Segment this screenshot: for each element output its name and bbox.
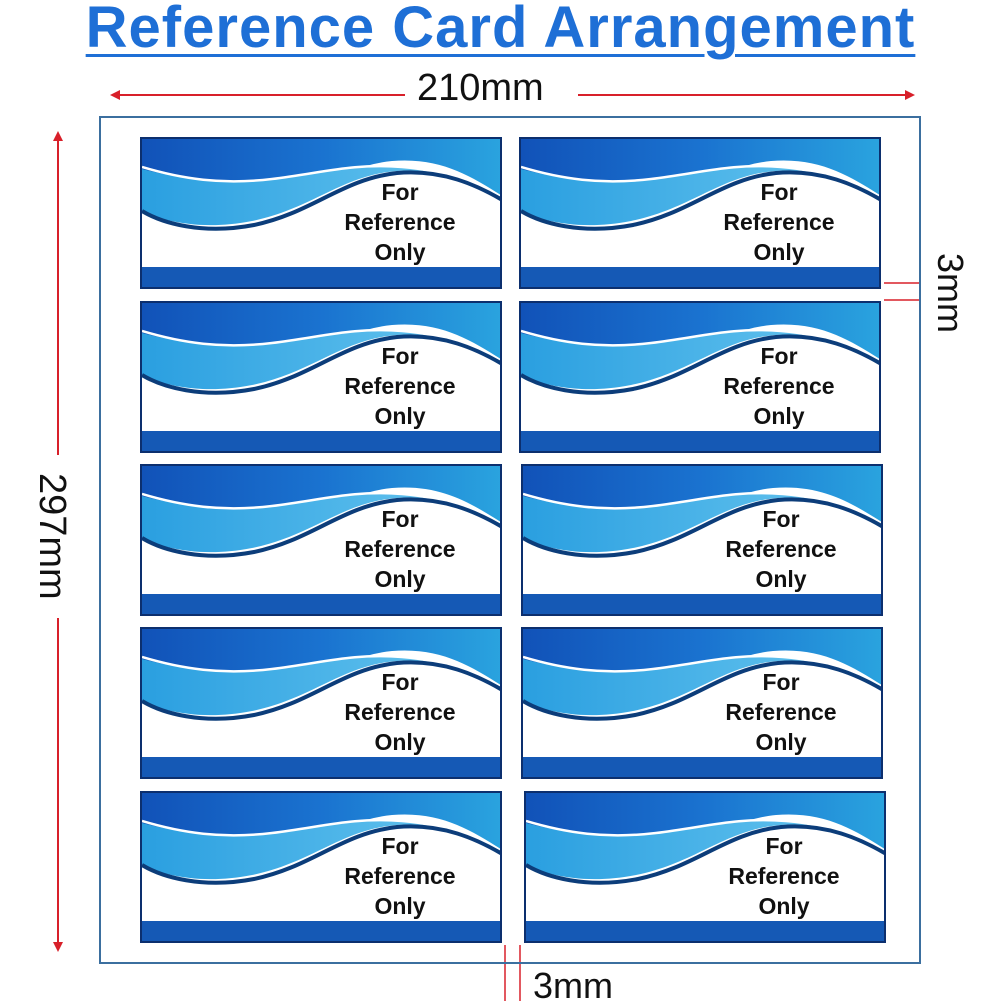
wave-graphic — [142, 466, 500, 614]
card-text-line-only: Only — [374, 729, 426, 755]
card-text: For Reference Only — [689, 341, 869, 431]
reference-card-5: For Reference Only — [140, 464, 502, 616]
card-text-line-only: Only — [374, 893, 426, 919]
card-text-line-for: For — [765, 833, 803, 859]
card-text-line-only: Only — [758, 893, 810, 919]
reference-card-2: For Reference Only — [519, 137, 881, 289]
card-text: For Reference Only — [310, 831, 490, 921]
card-text: For Reference Only — [310, 341, 490, 431]
horizontal-gap-label: 3mm — [533, 965, 613, 1006]
card-text-line-only: Only — [755, 729, 807, 755]
page-title: Reference Card Arrangement — [85, 0, 916, 60]
card-text-line-for: For — [381, 506, 419, 532]
width-label: 210mm — [417, 67, 544, 109]
reference-card-3: For Reference Only — [140, 301, 502, 453]
card-text-line-only: Only — [753, 239, 805, 265]
reference-card-6: For Reference Only — [521, 464, 883, 616]
vertical-gap-label: 3mm — [930, 253, 971, 333]
wave-graphic — [523, 629, 881, 777]
card-text-line-reference: Reference — [344, 863, 456, 889]
card-text: For Reference Only — [310, 667, 490, 757]
card-text-line-reference: Reference — [344, 373, 456, 399]
wave-graphic — [142, 139, 500, 287]
card-text-line-only: Only — [374, 566, 426, 592]
card-text-line-only: Only — [753, 403, 805, 429]
reference-card-10: For Reference Only — [524, 791, 886, 943]
wave-graphic — [142, 629, 500, 777]
height-label: 297mm — [31, 473, 73, 600]
card-text: For Reference Only — [689, 177, 869, 267]
card-text: For Reference Only — [310, 177, 490, 267]
card-text-line-for: For — [381, 669, 419, 695]
wave-graphic — [526, 793, 884, 941]
card-text: For Reference Only — [694, 831, 874, 921]
card-text-line-for: For — [760, 343, 798, 369]
card-text-line-reference: Reference — [728, 863, 840, 889]
card-text-line-for: For — [762, 669, 800, 695]
card-text: For Reference Only — [310, 504, 490, 594]
card-text: For Reference Only — [691, 667, 871, 757]
reference-card-1: For Reference Only — [140, 137, 502, 289]
reference-card-4: For Reference Only — [519, 301, 881, 453]
card-text: For Reference Only — [691, 504, 871, 594]
card-text-line-reference: Reference — [344, 699, 456, 725]
card-text-line-for: For — [760, 179, 798, 205]
card-text-line-reference: Reference — [344, 209, 456, 235]
card-text-line-for: For — [381, 343, 419, 369]
card-text-line-for: For — [762, 506, 800, 532]
wave-graphic — [521, 139, 879, 287]
card-text-line-reference: Reference — [725, 699, 837, 725]
wave-graphic — [142, 793, 500, 941]
card-text-line-for: For — [381, 179, 419, 205]
card-text-line-only: Only — [755, 566, 807, 592]
wave-graphic — [523, 466, 881, 614]
card-text-line-only: Only — [374, 403, 426, 429]
card-text-line-for: For — [381, 833, 419, 859]
card-text-line-only: Only — [374, 239, 426, 265]
card-text-line-reference: Reference — [344, 536, 456, 562]
reference-card-8: For Reference Only — [521, 627, 883, 779]
wave-graphic — [521, 303, 879, 451]
card-text-line-reference: Reference — [725, 536, 837, 562]
a4-sheet — [99, 116, 921, 964]
card-text-line-reference: Reference — [723, 373, 835, 399]
reference-card-9: For Reference Only — [140, 791, 502, 943]
card-text-line-reference: Reference — [723, 209, 835, 235]
wave-graphic — [142, 303, 500, 451]
reference-card-7: For Reference Only — [140, 627, 502, 779]
